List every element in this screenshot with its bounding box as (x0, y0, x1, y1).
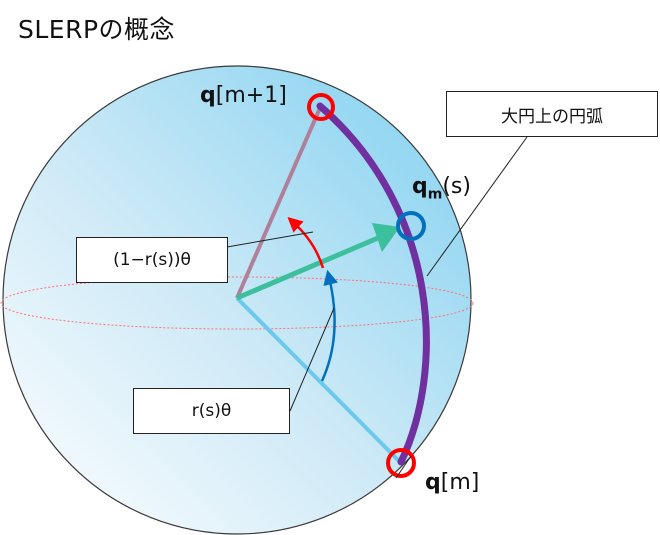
label-q-m1: q[m+1] (200, 83, 287, 108)
label-q-m-index: [m] (440, 470, 480, 495)
callout-interp-angle: r(s)θ (133, 388, 290, 434)
callout-great-circle-arc: 大円上の円弧 (446, 91, 658, 137)
label-q-m1-symbol: q (200, 83, 216, 108)
label-q-ms-subscript: m (427, 186, 443, 203)
label-q-m1-index: [m+1] (215, 83, 287, 108)
equator (0, 276, 474, 330)
leader-arc (426, 136, 528, 277)
marker-q-m (386, 448, 416, 478)
marker-q-m1 (307, 93, 335, 121)
leader-remaining (226, 231, 314, 248)
vector-q-m1 (235, 107, 322, 299)
marker-q-ms (396, 211, 426, 241)
vector-q-m (235, 296, 403, 465)
angle-arc-interp (320, 269, 339, 382)
label-q-ms-param: (s) (442, 174, 471, 199)
angle-arc-remaining (287, 216, 325, 269)
label-q-ms-symbol: q (412, 174, 428, 199)
label-q-ms: qm(s) (412, 174, 471, 202)
leader-q-m (395, 455, 412, 479)
label-q-m: q[m] (425, 470, 479, 495)
great-circle-arc (316, 102, 430, 466)
vector-q-ms-arrowhead (372, 223, 400, 252)
diagram-title: SLERPの概念 (18, 15, 176, 44)
vector-q-ms (236, 235, 379, 301)
label-q-m-symbol: q (425, 470, 441, 495)
leader-interp (289, 307, 335, 412)
callout-remaining-angle: (1−r(s))θ (76, 237, 228, 283)
